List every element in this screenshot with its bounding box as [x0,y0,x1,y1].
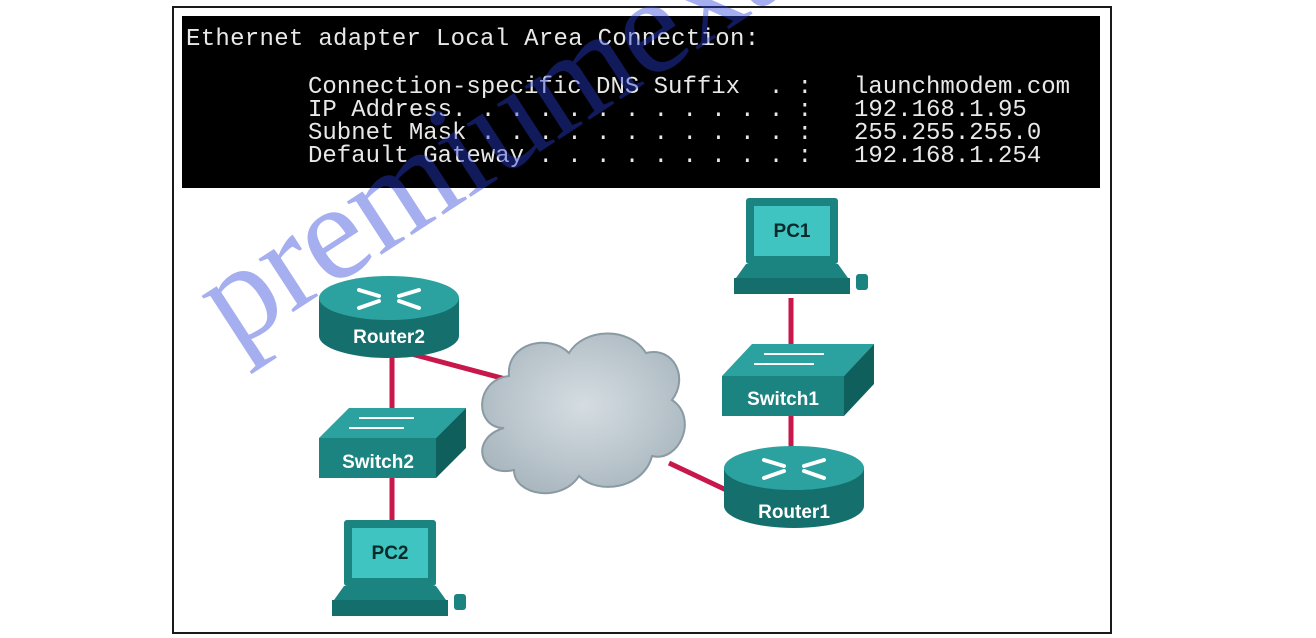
router1-label: Router1 [758,502,830,523]
console-key: Subnet Mask . . . . . . . . . . . : [308,120,813,147]
figure-frame: Ethernet adapter Local Area Connection: … [172,6,1112,634]
router2-device: Router2 [319,276,459,358]
switch1-label: Switch1 [747,389,819,410]
router2-label: Router2 [353,327,425,348]
switch-arrows-icon [754,353,824,365]
console-key: Default Gateway . . . . . . . . . : [308,143,813,170]
network-topology: Router2 Switch2 PC2 [319,198,874,616]
ipconfig-console: Ethernet adapter Local Area Connection: … [182,16,1100,188]
console-value: 255.255.255.0 [854,120,1042,147]
router-arrows-icon [357,288,421,310]
switch-arrows-icon [349,417,414,429]
pc1-device: PC1 [734,198,868,294]
switch2-device: Switch2 [319,408,466,478]
pc1-label: PC1 [774,221,811,242]
console-value: 192.168.1.95 [854,97,1027,124]
wan-cloud-icon [481,332,686,495]
pc2-device: PC2 [332,520,466,616]
switch1-device: Switch1 [722,344,874,416]
router-arrows-icon [762,458,826,480]
console-header: Ethernet adapter Local Area Connection: [186,26,760,53]
switch2-label: Switch2 [342,452,414,473]
pc2-label: PC2 [372,543,409,564]
console-key: IP Address. . . . . . . . . . . . : [308,97,813,124]
console-key: Connection-specific DNS Suffix . : [308,74,813,101]
router1-device: Router1 [724,446,864,528]
console-value: launchmodem.com [854,74,1071,101]
console-value: 192.168.1.254 [854,143,1042,170]
